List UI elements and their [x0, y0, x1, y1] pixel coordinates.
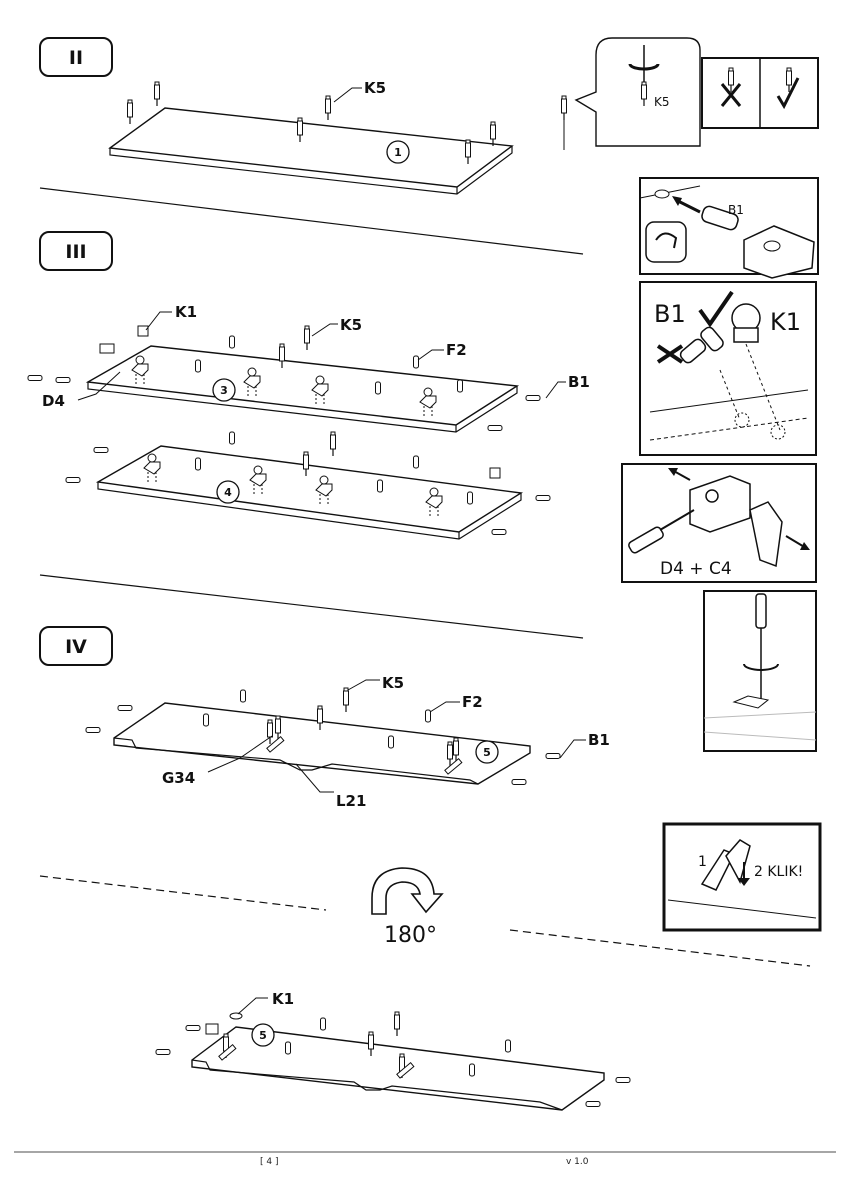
divider-2	[39, 574, 584, 639]
k1-big-label: K1	[770, 308, 801, 336]
panel-5-number-bottom: 5	[259, 1029, 267, 1042]
panel-5-bottom	[191, 1026, 605, 1111]
k5-screw-detail	[560, 95, 568, 150]
panel-5-number-circle-top	[475, 740, 499, 764]
panel-3-fittings	[27, 325, 541, 431]
part-k1-label-bottom: K1	[272, 990, 294, 1008]
part-k5-label-ii: K5	[364, 79, 386, 97]
klik-step-1: 1	[698, 854, 707, 870]
rotate-180-label: 180°	[384, 923, 437, 948]
part-k5-label-iv: K5	[382, 674, 404, 692]
b1-vs-k1-inset: B1 K1	[639, 281, 817, 456]
step-iii-label: III	[65, 241, 86, 263]
b1-big-label: B1	[654, 300, 686, 328]
panel-5-bottom-fittings	[155, 1011, 631, 1107]
panel-5-top-fittings	[85, 687, 561, 785]
k5-inset-label: K5	[654, 95, 670, 109]
klik-step-2: 2 KLIK!	[754, 864, 803, 880]
step-iv-label: IV	[65, 636, 87, 658]
rotate-180-arrow-icon	[371, 867, 444, 915]
panel-3-number: 3	[220, 384, 228, 397]
page-number: [ 4 ]	[260, 1157, 279, 1167]
rotate-divider	[39, 875, 811, 967]
part-d4-label: D4	[42, 392, 65, 410]
panel-4-number-circle	[216, 480, 240, 504]
panel-4	[95, 445, 524, 540]
part-k1-label-iii: K1	[175, 303, 197, 321]
panel-1	[108, 107, 514, 195]
panel-5-top	[113, 702, 531, 785]
part-f2-label-iv: F2	[462, 693, 483, 711]
panel-1-number: 1	[394, 146, 402, 159]
part-g34-label: G34	[162, 769, 195, 787]
panel-4-fittings	[65, 431, 551, 535]
step-ii-badge	[39, 37, 113, 77]
part-b1-label-iv: B1	[588, 731, 610, 749]
panel-4-number: 4	[224, 486, 232, 499]
screwdriver-inset	[703, 590, 817, 752]
step-iii: III 3 K1 K5	[27, 231, 590, 540]
panel-5-number-circle-bottom	[251, 1023, 275, 1047]
step-ii-label: II	[69, 47, 83, 69]
step-iii-badge	[39, 231, 113, 271]
k5-right-wrong-inset	[701, 57, 819, 129]
step-iv-badge	[39, 626, 113, 666]
part-f2-label-iii: F2	[446, 341, 467, 359]
document-version: v 1.0	[566, 1157, 589, 1167]
b1-insert-inset: B1	[639, 177, 819, 279]
k5-inset: K5	[574, 37, 701, 147]
part-l21-label: L21	[336, 792, 366, 810]
b1-inset-label: B1	[728, 203, 744, 217]
part-b1-label-iii: B1	[568, 373, 590, 391]
step-iv: IV 5 K5 F2 B1	[39, 626, 610, 810]
part-k5-label-iii: K5	[340, 316, 362, 334]
step-ii: II 1 K5 K5	[39, 37, 819, 195]
panel-5-number-top: 5	[483, 746, 491, 759]
hinge-inset: D4 + C4	[621, 463, 817, 583]
panel-3-number-circle	[212, 378, 236, 402]
hinge-inset-caption: D4 + C4	[660, 559, 732, 579]
klik-inset: 1 2 KLIK!	[662, 822, 822, 932]
panel-1-number-circle	[386, 140, 410, 164]
divider-1	[39, 187, 584, 255]
